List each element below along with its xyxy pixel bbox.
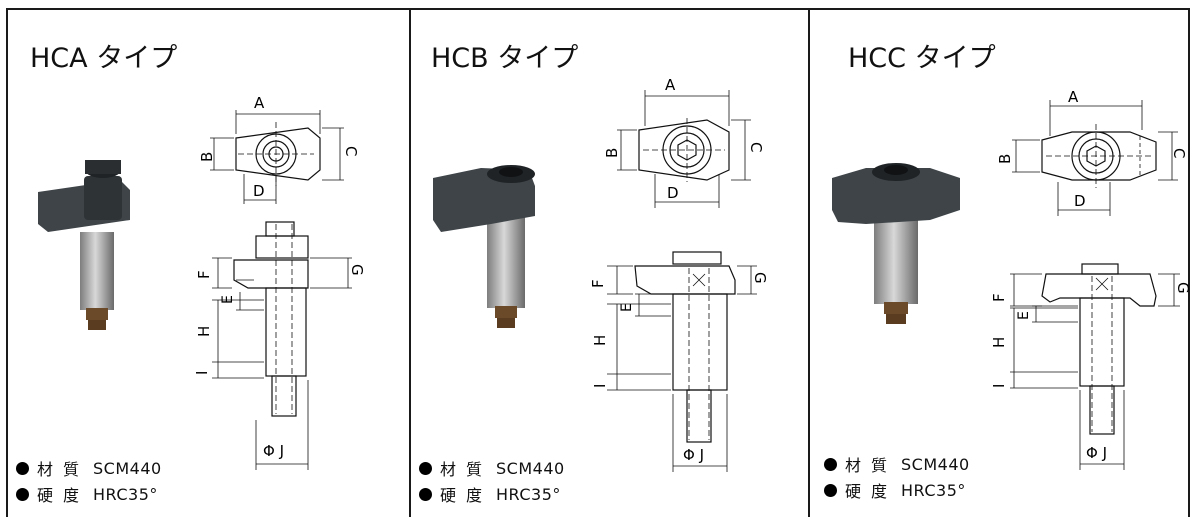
hcb-drawings: A B C D xyxy=(433,76,769,472)
dim-label-d: D xyxy=(253,182,265,200)
material-spec: 材 質 SCM440 xyxy=(419,456,565,480)
panel-title: HCB タイプ xyxy=(431,43,579,74)
bullet-icon xyxy=(16,461,29,475)
hca-drawings: A B C D xyxy=(38,94,366,470)
dim-label-e: E xyxy=(619,303,635,312)
panel-title: HCC タイプ xyxy=(848,43,996,74)
hcc-drawings: A B C D xyxy=(832,88,1192,470)
dim-label-e: E xyxy=(1016,311,1032,320)
dim-label-f: F xyxy=(195,270,213,279)
hca-product-photo xyxy=(38,160,130,330)
hardness-spec: 硬 度 HRC35° xyxy=(419,482,561,506)
hcb-top-view xyxy=(617,90,751,208)
dim-label-j: Φ J xyxy=(1086,444,1107,462)
panel-hcb: HCB タイプ xyxy=(409,10,808,517)
dim-label-e: E xyxy=(220,295,236,304)
dim-label-i: I xyxy=(990,384,1008,388)
catalog-frame: HCA タイプ xyxy=(6,8,1192,517)
bullet-icon xyxy=(16,487,29,501)
bullet-icon xyxy=(419,461,432,475)
hcb-side-view xyxy=(607,251,757,472)
hca-side-view xyxy=(212,221,352,470)
bullet-icon xyxy=(419,487,432,501)
dim-label-d: D xyxy=(667,184,679,202)
hca-top-view xyxy=(210,110,344,204)
dim-label-h: H xyxy=(195,326,213,337)
dim-label-f: F xyxy=(589,279,607,288)
material-spec: 材 質 SCM440 xyxy=(824,452,970,476)
panel-title: HCA タイプ xyxy=(30,43,178,74)
dim-label-a: A xyxy=(665,76,676,94)
hardness-spec: 硬 度 HRC35° xyxy=(824,478,966,502)
dim-label-b: B xyxy=(996,154,1014,164)
hcb-product-photo xyxy=(433,165,535,328)
bullet-icon xyxy=(824,483,837,497)
dim-label-a: A xyxy=(254,94,265,112)
dim-label-i: I xyxy=(193,371,211,375)
dim-label-g: G xyxy=(348,264,366,276)
dim-label-h: H xyxy=(591,335,609,346)
hcc-top-view xyxy=(1012,100,1178,216)
panel-hca: HCA タイプ xyxy=(8,10,409,517)
hcc-product-photo xyxy=(832,163,960,324)
dim-label-j: Φ J xyxy=(263,442,284,460)
dim-label-c: C xyxy=(747,142,765,152)
dim-label-g: G xyxy=(751,272,769,284)
dim-label-b: B xyxy=(198,152,216,162)
dim-label-d: D xyxy=(1074,192,1086,210)
bullet-icon xyxy=(824,457,837,471)
dim-label-b: B xyxy=(603,148,621,158)
dim-label-g: G xyxy=(1174,282,1192,294)
dim-label-a: A xyxy=(1068,88,1079,106)
dim-label-j: Φ J xyxy=(683,446,704,464)
hardness-spec: 硬 度 HRC35° xyxy=(16,482,158,506)
material-spec: 材 質 SCM440 xyxy=(16,456,162,480)
dim-label-f: F xyxy=(990,293,1008,302)
hcc-side-view xyxy=(1010,263,1180,470)
dim-label-c: C xyxy=(1170,148,1188,158)
dim-label-c: C xyxy=(342,146,360,156)
dim-label-i: I xyxy=(591,384,609,388)
panel-hcc: HCC タイプ xyxy=(808,10,1192,517)
dim-label-h: H xyxy=(990,337,1008,348)
